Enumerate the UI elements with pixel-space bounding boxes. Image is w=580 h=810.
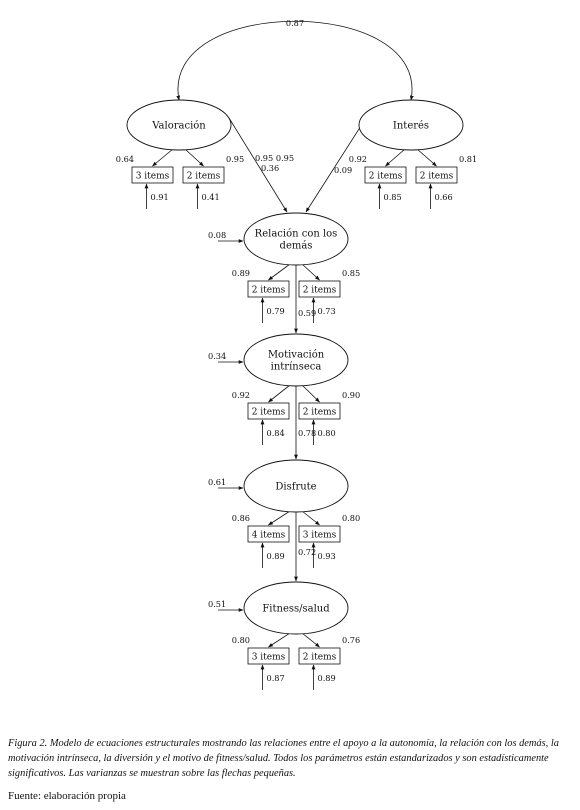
indicator-label: 2 items [252, 408, 286, 418]
indicator-label: 3 items [303, 531, 337, 541]
path-arrow-valoracion-relacion [228, 117, 288, 213]
latent-label: Motivación [268, 350, 325, 361]
indicator-box [298, 647, 341, 665]
path-coefficient: 0.72 [298, 547, 316, 557]
loading-arrow [268, 632, 291, 648]
loading-value: 0.92 [349, 154, 367, 164]
path-coefficient: 0.78 [298, 428, 316, 438]
loading-arrow [268, 263, 291, 281]
indicator-box [415, 166, 458, 184]
indicator-label: 2 items [303, 653, 337, 663]
path-coefficient: 0.36 [261, 163, 279, 173]
loading-arrow [268, 384, 291, 403]
loading-value: 0.89 [232, 268, 250, 278]
loading-arrow [301, 263, 320, 281]
indicator-label: 2 items [187, 172, 221, 182]
latent-motivacion [243, 333, 349, 387]
loading-value: 0.76 [342, 635, 360, 645]
latent-label: Fitness/salud [262, 604, 330, 615]
indicator-label: 2 items [369, 172, 403, 182]
loading-value: 0.64 [116, 154, 134, 164]
error-value: 0.79 [267, 306, 285, 316]
error-value: 0.80 [318, 428, 336, 438]
disturbance-value: 0.61 [208, 477, 226, 487]
disturbance-value: 0.51 [208, 599, 226, 609]
path-coefficient: 0.59 [298, 308, 316, 318]
indicator-label: 2 items [420, 172, 454, 182]
indicator-box [247, 525, 290, 543]
loading-value: 0.80 [342, 513, 360, 523]
indicator-box [247, 280, 290, 298]
latent-label: intrínseca [271, 362, 322, 373]
path-coefficient: 0.09 [334, 165, 352, 175]
loading-value: 0.95 [226, 154, 244, 164]
indicator-label: 2 items [303, 408, 337, 418]
correlation-value: 0.87 [286, 18, 304, 28]
error-value: 0.84 [267, 428, 285, 438]
path-coefficient: 0.95 0.95 [255, 153, 294, 163]
indicator-label: 4 items [252, 531, 286, 541]
disturbance-value: 0.08 [208, 230, 226, 240]
indicator-label: 2 items [303, 286, 337, 296]
latent-valoracion [126, 99, 232, 151]
latent-label: demás [280, 241, 313, 252]
error-value: 0.89 [267, 551, 285, 561]
indicator-box [298, 402, 341, 420]
latent-label: Valoración [151, 121, 206, 132]
latent-fitness [243, 581, 349, 635]
loading-value: 0.92 [232, 390, 250, 400]
loading-value: 0.90 [342, 390, 360, 400]
loading-arrow [301, 384, 320, 403]
error-value: 0.66 [435, 192, 453, 202]
source-note: Fuente: elaboración propia [8, 790, 126, 802]
latent-interes [358, 99, 464, 151]
indicator-box [247, 647, 290, 665]
loading-value: 0.81 [459, 154, 477, 164]
loading-arrow [184, 148, 204, 167]
indicator-box [298, 280, 341, 298]
loading-value: 0.80 [232, 635, 250, 645]
latent-relacion [243, 212, 349, 266]
loading-arrow [152, 148, 174, 167]
correlation-arc [176, 20, 414, 101]
disturbance-value: 0.34 [208, 351, 226, 361]
indicator-box [247, 402, 290, 420]
error-value: 0.87 [267, 673, 285, 683]
error-value: 0.93 [318, 551, 336, 561]
path-arrow-interes-relacion [305, 117, 367, 213]
latent-label: Relación con los [255, 229, 338, 240]
error-value: 0.85 [384, 192, 402, 202]
figure-label: Figura 2. [8, 738, 48, 749]
caption-text: Modelo de ecuaciones estructurales mostr… [8, 738, 559, 779]
loading-arrow [268, 510, 291, 526]
error-value: 0.73 [318, 306, 336, 316]
indicator-label: 3 items [136, 172, 170, 182]
indicator-box [298, 525, 341, 543]
loading-value: 0.86 [232, 513, 250, 523]
latent-disfrute [243, 459, 349, 513]
loading-arrow [301, 510, 320, 526]
latent-label: Interés [393, 121, 429, 132]
error-value: 0.91 [151, 192, 169, 202]
indicator-label: 3 items [252, 653, 286, 663]
latent-label: Disfrute [275, 482, 316, 493]
loading-arrow [301, 632, 320, 648]
indicator-box [131, 166, 174, 184]
error-value: 0.89 [318, 673, 336, 683]
loading-value: 0.85 [342, 268, 360, 278]
loading-arrow [416, 148, 437, 167]
figure-caption: Figura 2. Modelo de ecuaciones estructur… [8, 736, 570, 781]
error-value: 0.41 [202, 192, 220, 202]
indicator-box [364, 166, 407, 184]
loading-arrow [385, 148, 406, 167]
indicator-label: 2 items [252, 286, 286, 296]
indicator-box [182, 166, 225, 184]
